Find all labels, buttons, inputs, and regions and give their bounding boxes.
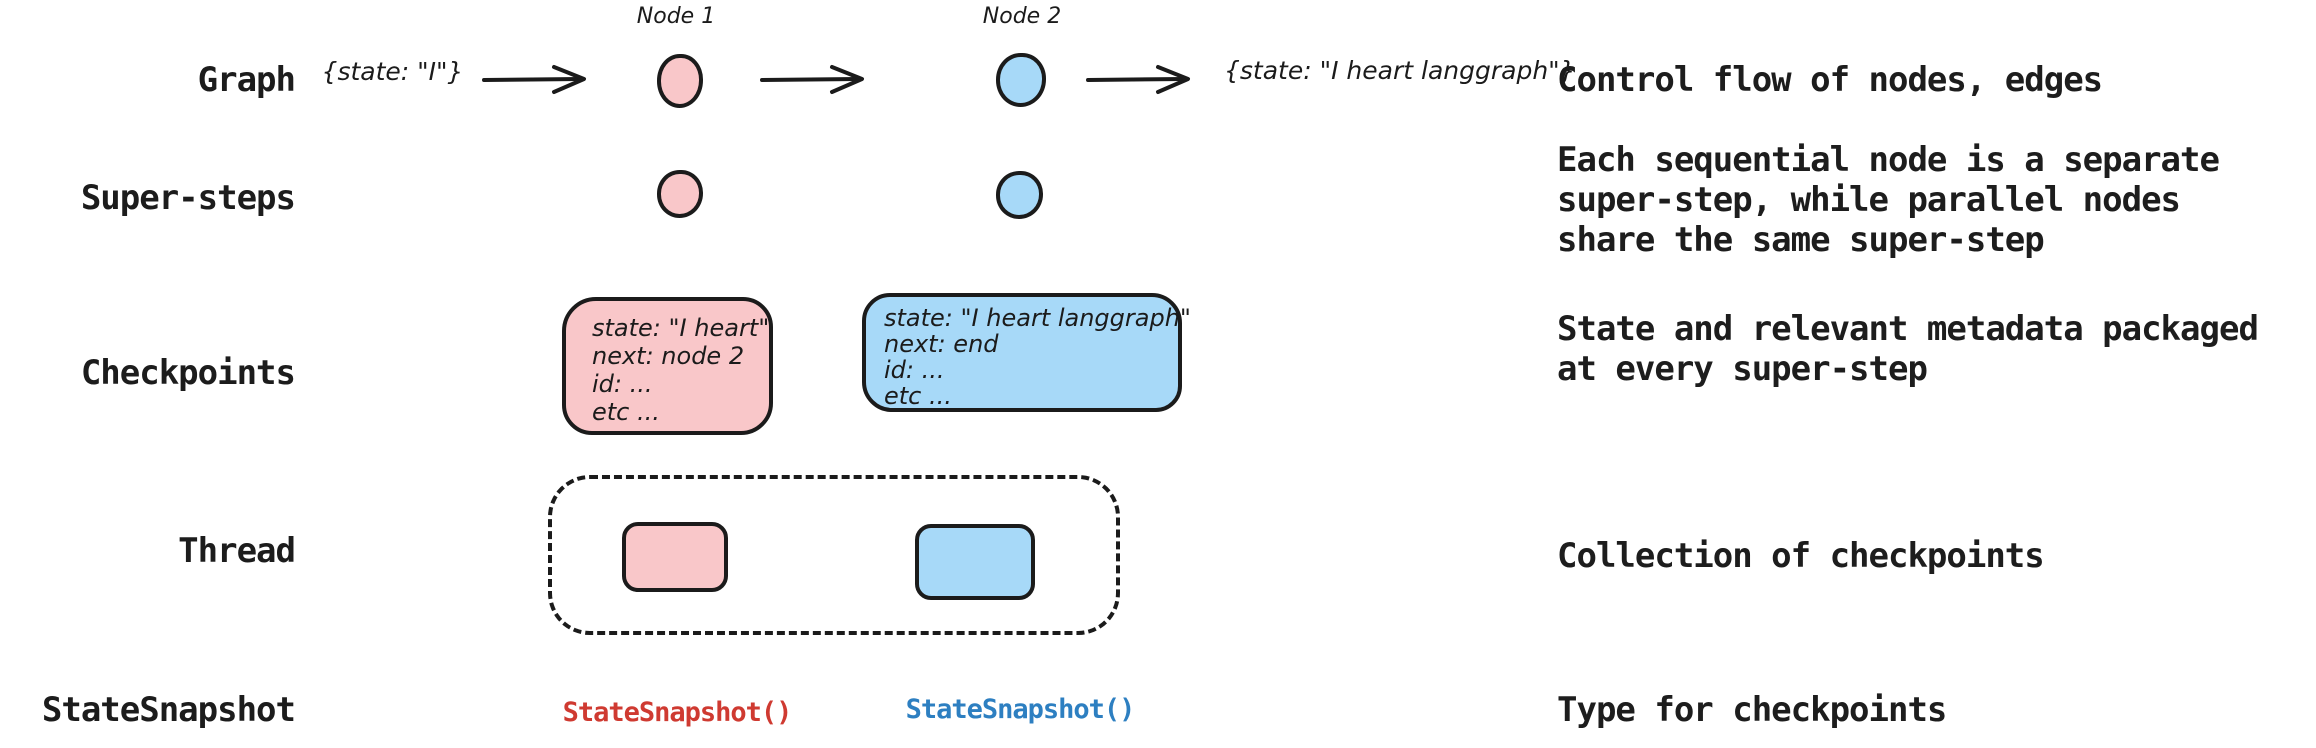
arrow-right-icon [758,59,878,99]
node2-label: Node 2 [982,4,1062,29]
superstep-node1-circle [657,170,703,218]
checkpoint-node2-box: state: "I heart langgraph" next: end id:… [862,293,1191,412]
statesnapshot-node1-code: StateSnapshot() [562,697,793,728]
checkpoint-node1-line: next: node 2 [592,342,745,370]
description-line: Collection of checkpoints [1557,536,2045,576]
checkpoint-node2-line: next: end [884,330,999,358]
description-line: Control flow of nodes, edges [1557,60,2103,100]
graph-input-state: {state: "I"} [321,57,464,86]
node2-circle [996,53,1046,107]
node1-circle [657,54,703,108]
description-line: State and relevant metadata packaged [1557,309,2259,349]
graph-output-state: {state: "I heart langgraph"} [1224,56,1576,85]
description-statesnapshot: Type for checkpoints [1557,690,1947,730]
checkpoint-node1-box: state: "I heart" next: node 2 id: ... et… [562,297,773,435]
row-label-statesnapshot: StateSnapshot [41,690,296,730]
row-label-super-steps: Super-steps [80,178,296,218]
checkpoint-node1-line: etc ... [592,398,660,426]
description-line: Type for checkpoints [1557,690,1947,730]
row-label-checkpoints: Checkpoints [80,353,296,393]
superstep-node2-circle [996,171,1043,219]
node1-label: Node 1 [636,4,716,29]
description-line: super-step, while parallel nodes [1557,180,2181,220]
thread-dashed-box [548,475,1120,635]
thread-checkpoint1-box [622,522,728,592]
arrow-right-icon [480,59,600,99]
description-line: share the same super-step [1557,220,2045,260]
checkpoint-node1-line: id: ... [592,370,653,398]
description-line: at every super-step [1557,349,1928,389]
description-thread: Collection of checkpoints [1557,536,2045,576]
arrow-right-icon [1084,59,1204,99]
statesnapshot-node2-code: StateSnapshot() [905,694,1136,725]
description-super-steps: Each sequential node is a separate super… [1557,140,2220,260]
description-checkpoints: State and relevant metadata packaged at … [1557,309,2259,389]
description-line: Each sequential node is a separate [1557,140,2220,180]
row-label-thread: Thread [178,531,296,571]
row-label-graph: Graph [197,60,296,100]
checkpoint-node2-line: id: ... [884,356,945,384]
description-graph: Control flow of nodes, edges [1557,60,2103,100]
thread-checkpoint2-box [915,524,1035,600]
checkpoint-node2-line: etc ... [884,382,952,410]
checkpoint-node1-line: state: "I heart" [592,314,770,342]
checkpoint-node2-line: state: "I heart langgraph" [884,304,1191,332]
